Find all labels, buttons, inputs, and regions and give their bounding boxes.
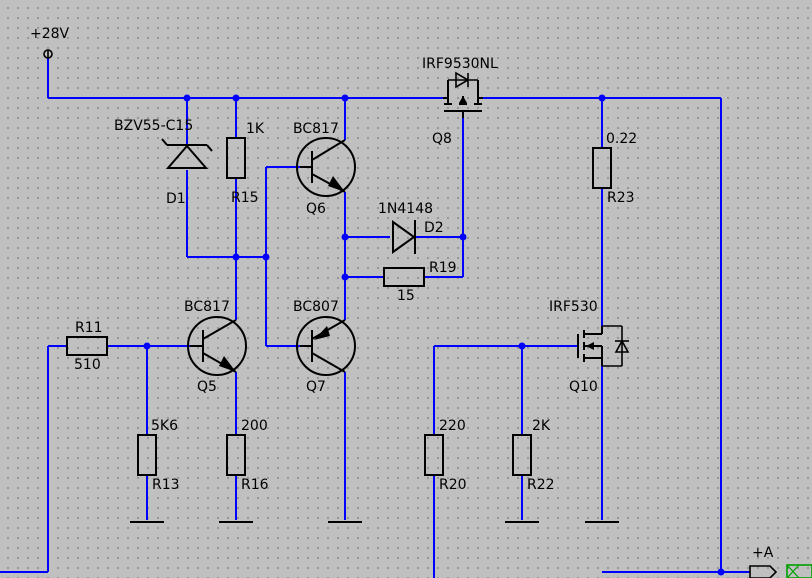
junction [262,253,270,261]
r20-ref: R20 [439,477,467,493]
r15-value: 1K [246,121,265,137]
output-label: +A [752,545,774,561]
r20-value: 220 [439,418,466,434]
transistor-q5[interactable]: BC817 Q5 [184,299,247,395]
resistor-r11[interactable]: R11 510 [66,320,108,373]
d2-ref: D2 [424,220,444,236]
junction [232,94,240,102]
junction [183,94,191,102]
r11-value: 510 [74,357,101,373]
q5-value: BC817 [184,299,230,315]
r22-value: 2K [532,418,551,434]
resistor-r13[interactable]: 5K6 R13 [137,418,180,493]
resistor-r16[interactable]: 200 R16 [226,418,269,493]
r23-value: 0.22 [606,131,637,147]
q7-value: BC807 [293,299,339,315]
supply-terminal[interactable]: +28V [30,26,70,59]
output-port[interactable]: +A [749,545,812,578]
r13-ref: R13 [152,477,180,493]
r19-value: 15 [397,288,415,304]
junction [341,233,349,241]
junction-dots [143,94,725,576]
junction [598,94,606,102]
junction [717,568,725,576]
junction [341,273,349,281]
transistor-q6[interactable]: BC817 Q6 [293,121,356,217]
junction [518,342,526,350]
r13-value: 5K6 [151,418,178,434]
q10-ref: Q10 [569,379,598,395]
r16-ref: R16 [241,477,269,493]
junction [341,94,349,102]
diode-d2[interactable]: 1N4148 D2 [378,201,444,254]
mosfet-q10[interactable]: IRF530 Q10 [549,299,630,395]
port-marker-icon [786,564,812,578]
q8-ref: Q8 [432,131,452,147]
d1-ref: D1 [166,191,186,207]
wires [0,58,750,578]
q5-ref: Q5 [197,379,217,395]
d2-value: 1N4148 [378,201,433,217]
junction [143,342,151,350]
resistor-r23[interactable]: 0.22 R23 [592,131,637,206]
r23-ref: R23 [607,190,635,206]
r11-ref: R11 [75,320,103,336]
q7-ref: Q7 [306,379,326,395]
q8-value: IRF9530NL [422,56,498,72]
r19-ref: R19 [429,260,457,276]
resistor-r20[interactable]: 220 R20 [424,418,467,493]
r16-value: 200 [241,418,268,434]
q10-value: IRF530 [549,299,598,315]
d1-value: BZV55-C15 [114,118,193,134]
resistor-r22[interactable]: 2K R22 [512,418,555,493]
junction [232,253,240,261]
junction [459,233,467,241]
q6-value: BC817 [293,121,339,137]
resistor-r19[interactable]: R19 15 [383,260,457,304]
r15-ref: R15 [231,190,259,206]
r22-ref: R22 [527,477,555,493]
supply-label: +28V [30,26,70,42]
resistor-r15[interactable]: 1K R15 [226,121,265,206]
zener-diode-d1[interactable]: BZV55-C15 D1 [114,118,213,207]
mosfet-q8[interactable]: IRF9530NL Q8 [422,56,498,147]
transistor-q7[interactable]: BC807 Q7 [293,299,356,395]
q6-ref: Q6 [306,201,326,217]
